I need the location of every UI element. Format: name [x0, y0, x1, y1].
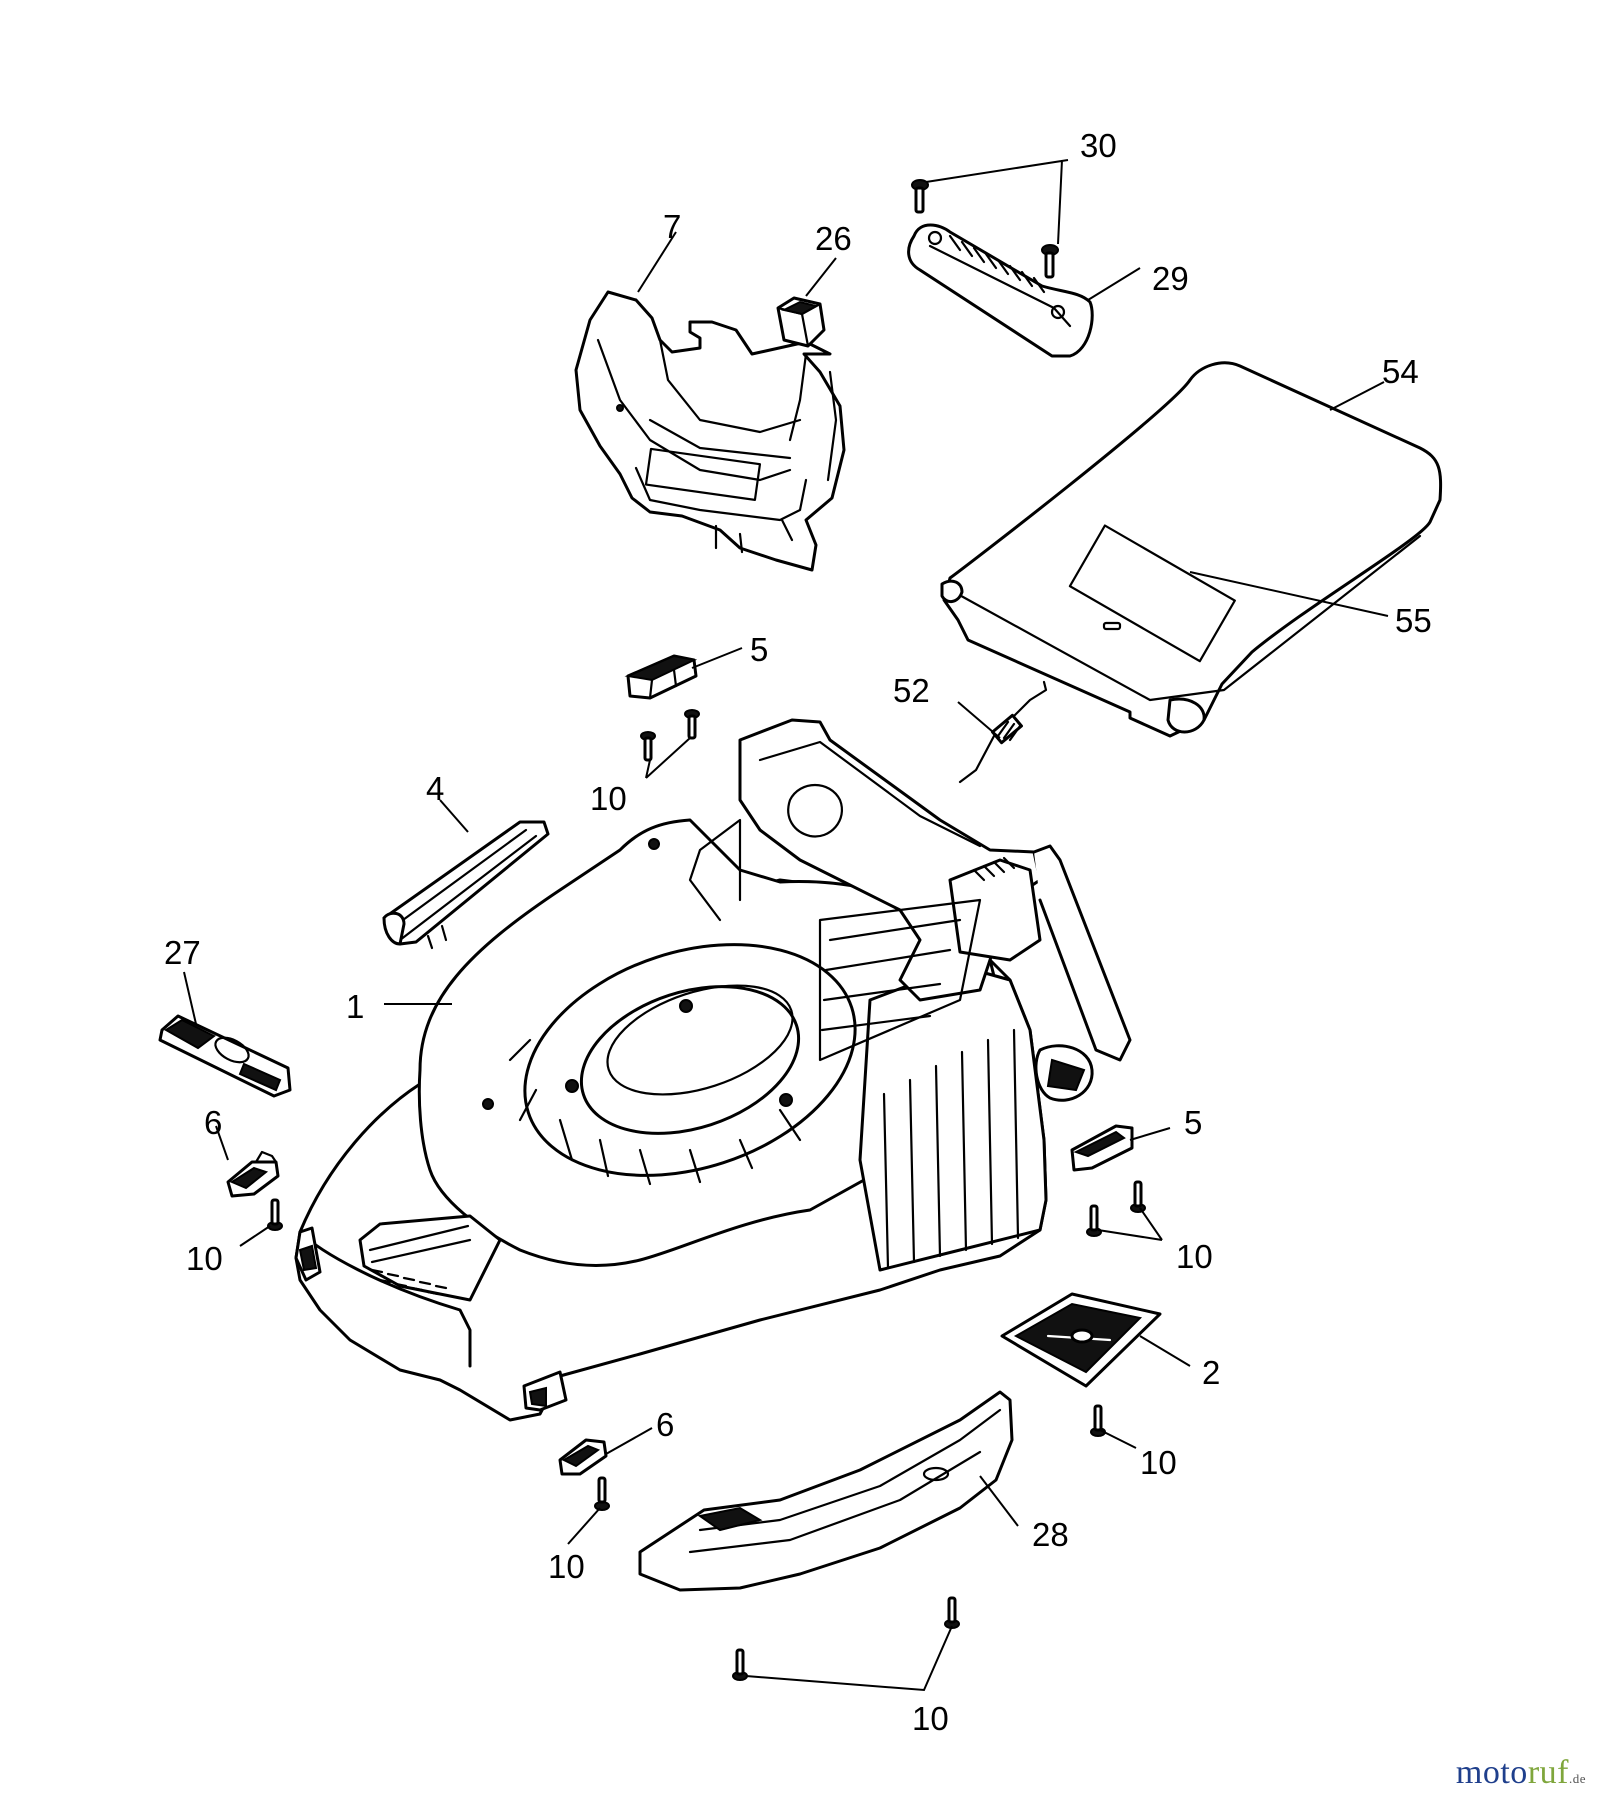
callout-6-left: 6 [204, 1104, 222, 1141]
part-28-bumper [638, 1390, 1014, 1592]
part-5-clip-right [1070, 1124, 1134, 1172]
part-27-label-plate [158, 1014, 292, 1098]
part-52-spring [958, 680, 1048, 784]
part-4-strip [382, 820, 550, 950]
callout-4: 4 [426, 770, 444, 807]
callout-29: 29 [1152, 260, 1189, 297]
part-54-cover-lid [940, 361, 1443, 738]
callout-6-bottom: 6 [656, 1406, 674, 1443]
front-vent-slots [370, 1268, 448, 1296]
watermark: motoruf.de [1456, 1754, 1586, 1792]
callout-10-e: 10 [548, 1548, 585, 1585]
callout-10-d: 10 [1140, 1444, 1177, 1481]
part-30-screws [911, 179, 1059, 279]
part-10-screws-bottom [732, 1596, 960, 1681]
callout-10-f: 10 [912, 1700, 949, 1737]
callout-5-right: 5 [1184, 1104, 1202, 1141]
callout-55: 55 [1395, 602, 1432, 639]
part-10-screw-bottom-left [594, 1476, 610, 1511]
side-ribs [882, 1028, 1020, 1270]
part-10-screw-left [267, 1198, 283, 1231]
callout-5-top: 5 [750, 631, 768, 668]
part-26-cap [776, 296, 826, 348]
watermark-part1: moto [1455, 1754, 1528, 1791]
callout-52: 52 [893, 672, 930, 709]
callout-labels: 30 7 26 29 54 55 5 52 10 4 27 1 6 10 5 1… [164, 127, 1432, 1737]
callout-28: 28 [1032, 1516, 1069, 1553]
part-10-screws-right [1086, 1180, 1146, 1237]
callout-30: 30 [1080, 127, 1117, 164]
callout-1: 1 [346, 988, 364, 1025]
part-29-grip [907, 223, 1094, 358]
grip-ridges [948, 234, 1046, 294]
watermark-part2: ruf [1527, 1754, 1569, 1791]
callout-10-b: 10 [186, 1240, 223, 1277]
callout-10-a: 10 [590, 780, 627, 817]
watermark-suffix: .de [1568, 1771, 1586, 1786]
part-7-rear-bracket [574, 290, 846, 572]
part-2-plate [1000, 1292, 1162, 1388]
part-6-clip-left [226, 1150, 280, 1198]
callout-7: 7 [663, 208, 681, 245]
part-5-clip-top [624, 654, 698, 700]
callout-10-c: 10 [1176, 1238, 1213, 1275]
leader-lines [183, 159, 1389, 1692]
callout-26: 26 [815, 220, 852, 257]
callout-54: 54 [1382, 353, 1419, 390]
callout-27: 27 [164, 934, 201, 971]
part-6-clip-bottom [558, 1438, 608, 1476]
part-1-deck-housing [294, 718, 1132, 1422]
callout-2: 2 [1202, 1354, 1220, 1391]
part-10-screws-top [640, 709, 700, 762]
